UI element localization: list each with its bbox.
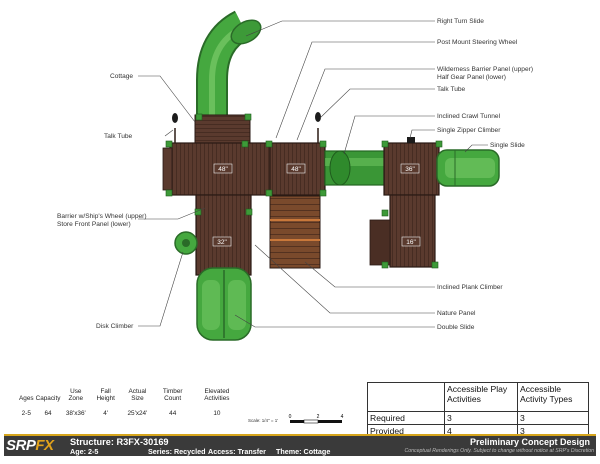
spec-value: 64 bbox=[44, 409, 52, 417]
spec-value: 44 bbox=[169, 409, 177, 417]
inclined-crawl-tunnel bbox=[324, 150, 386, 186]
callout-cottage: Cottage bbox=[110, 73, 133, 80]
post-caps bbox=[165, 113, 443, 269]
acc-row-required: Required 3 3 bbox=[367, 411, 589, 425]
double-slide bbox=[196, 267, 252, 341]
spec-header: Elevated Activities bbox=[204, 388, 230, 403]
scale-tick: 2 bbox=[317, 414, 320, 420]
single-slide bbox=[436, 149, 500, 187]
leader-lines bbox=[138, 20, 488, 328]
spec-value: 38'x36' bbox=[65, 409, 86, 417]
structure-id: Structure: R3FX-30169 bbox=[70, 437, 169, 447]
series-name: Series: Recycled bbox=[148, 447, 206, 456]
theme-name: Theme: Cottage bbox=[276, 447, 331, 456]
accessibility-table: Accessible Play Activities Accessible Ac… bbox=[367, 382, 589, 438]
single-zipper-climber bbox=[407, 137, 415, 143]
deck-size-middle: 48" bbox=[291, 166, 301, 173]
spec-value: 10 bbox=[213, 409, 221, 417]
inclined-plank-climber bbox=[269, 195, 321, 269]
disclaimer-text: Conceptual Renderings Only. Subject to c… bbox=[404, 448, 594, 454]
deck-size-tags: 48" 48" 36" 16" 32" bbox=[212, 163, 421, 247]
acc-corner bbox=[367, 382, 445, 412]
callout-nature-panel: Nature Panel bbox=[437, 310, 476, 317]
spec-header: Timber Count bbox=[162, 388, 183, 403]
callout-single-zipper-climber: Single Zipper Climber bbox=[437, 127, 501, 134]
playground-diagram: 48" 48" 36" 16" 32" Right Turn Slide Pos… bbox=[57, 10, 533, 341]
callout-right-turn-slide: Right Turn Slide bbox=[437, 18, 484, 25]
age-range: Age: 2-5 bbox=[70, 447, 99, 456]
scale-tick: 0 bbox=[289, 414, 292, 420]
acc-row-label: Required bbox=[367, 411, 445, 425]
spec-value: 25'x24' bbox=[127, 409, 148, 417]
deck-size-lower-left: 32" bbox=[217, 239, 227, 246]
deck-size-lower-right: 16" bbox=[406, 239, 416, 246]
callout-disk-climber: Disk Climber bbox=[96, 323, 134, 330]
spec-header: Fall Height bbox=[96, 388, 115, 403]
callout-barrier-1: Barrier w/Ship's Wheel (upper) bbox=[57, 213, 147, 220]
callout-barrier-2: Store Front Panel (lower) bbox=[57, 221, 131, 228]
spec-header: Ages bbox=[19, 395, 34, 403]
callout-talk-tube-right: Talk Tube bbox=[437, 86, 466, 93]
callout-inclined-plank-climber: Inclined Plank Climber bbox=[437, 284, 503, 291]
design-status-title: Preliminary Concept Design bbox=[469, 437, 590, 447]
acc-header-types: Accessible Activity Types bbox=[517, 382, 589, 412]
deck-lower-right bbox=[389, 194, 436, 268]
deck-lower-left bbox=[195, 194, 252, 276]
callout-post-mount-steering-wheel: Post Mount Steering Wheel bbox=[437, 39, 518, 46]
spec-header: Actual Size bbox=[128, 388, 147, 403]
callout-wilderness-panel-1: Wilderness Barrier Panel (upper) bbox=[437, 66, 533, 73]
footer-divider bbox=[4, 434, 596, 436]
spec-header: Use Zone bbox=[68, 388, 84, 403]
right-turn-slide bbox=[196, 10, 262, 118]
deck-size-right: 36" bbox=[405, 166, 415, 173]
talk-tube-right bbox=[315, 112, 321, 143]
callout-wilderness-panel-2: Half Gear Panel (lower) bbox=[437, 74, 506, 81]
scale-bar: 0 2 4 bbox=[289, 414, 344, 424]
acc-header-play: Accessible Play Activities bbox=[444, 382, 518, 412]
scale-tick: 4 bbox=[341, 414, 344, 420]
srpfx-logo: SRPFX bbox=[6, 437, 54, 454]
specs-table: Ages Capacity Use Zone Fall Height Actua… bbox=[18, 388, 242, 418]
footer-bar bbox=[4, 436, 596, 456]
spec-value: 4' bbox=[103, 409, 109, 417]
spec-value: 2-5 bbox=[21, 409, 31, 417]
callout-talk-tube-left: Talk Tube bbox=[104, 133, 133, 140]
callout-single-slide: Single Slide bbox=[490, 142, 525, 149]
talk-tube-left bbox=[172, 113, 178, 143]
acc-play-value: 3 bbox=[444, 411, 518, 425]
acc-types-value: 3 bbox=[517, 411, 589, 425]
callout-inclined-crawl-tunnel: Inclined Crawl Tunnel bbox=[437, 113, 501, 120]
scale-label: Scale: 1/4" = 1' bbox=[248, 418, 279, 423]
callout-double-slide: Double Slide bbox=[437, 324, 475, 331]
access-type: Access: Transfer bbox=[208, 447, 266, 456]
spec-header: Capacity bbox=[35, 395, 61, 403]
cottage-roof bbox=[194, 114, 251, 146]
deck-size-main: 48" bbox=[218, 166, 228, 173]
